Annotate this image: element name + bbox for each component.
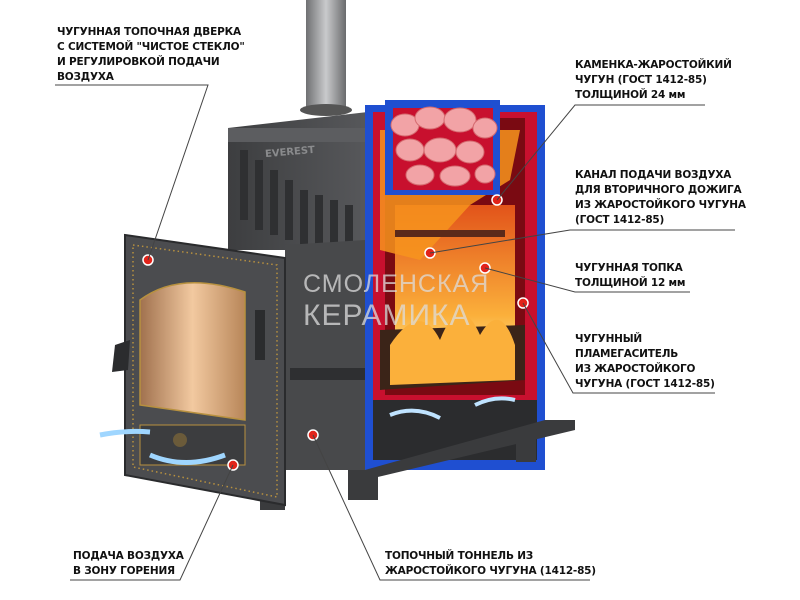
label-line: ЧУГУННАЯ ТОПКА — [575, 262, 683, 274]
label-line: (ГОСТ 1412-85) — [575, 214, 665, 226]
leg — [348, 470, 378, 500]
label-line: ТОЛЩИНОЙ 12 мм — [575, 277, 686, 289]
label-line: ВОЗДУХА — [57, 71, 114, 83]
leg — [516, 430, 536, 462]
label-line: ЧУГУН (ГОСТ 1412-85) — [575, 74, 707, 86]
label-door: ЧУГУННАЯ ТОПОЧНАЯ ДВЕРКА С СИСТЕМОЙ "ЧИСТ… — [57, 25, 245, 85]
label-line: ЧУГУНА (ГОСТ 1412-85) — [575, 378, 715, 390]
label-line: И РЕГУЛИРОВКОЙ ПОДАЧИ — [57, 56, 220, 68]
label-line: ЧУГУННЫЙ — [575, 333, 643, 345]
main-body — [285, 240, 365, 470]
label-tunnel: ТОПОЧНЫЙ ТОННЕЛЬ ИЗ ЖАРОСТОЙКОГО ЧУГУНА (… — [385, 549, 596, 579]
label-line: С СИСТЕМОЙ "ЧИСТОЕ СТЕКЛО" — [57, 41, 245, 53]
label-line: КАНАЛ ПОДАЧИ ВОЗДУХА — [575, 169, 732, 181]
firebox-door — [99, 233, 286, 507]
leader-lines — [55, 84, 735, 581]
label-line: В ЗОНУ ГОРЕНИЯ — [73, 565, 175, 577]
label-line: ИЗ ЖАРОСТОЙКОГО ЧУГУНА — [575, 199, 746, 211]
label-kamenka: КАМЕНКА-ЖАРОСТОЙКИЙ ЧУГУН (ГОСТ 1412-85) Т… — [575, 58, 732, 103]
label-channel: КАНАЛ ПОДАЧИ ВОЗДУХА ДЛЯ ВТОРИЧНОГО ДОЖИГ… — [575, 168, 746, 228]
sauna-stones — [390, 106, 498, 187]
label-line: ТОПОЧНЫЙ ТОННЕЛЬ ИЗ — [385, 550, 534, 562]
label-line: ДЛЯ ВТОРИЧНОГО ДОЖИГА — [575, 184, 742, 196]
watermark: СМОЛЕНСКАЯ КЕРАМИКА — [303, 268, 489, 332]
label-line: ИЗ ЖАРОСТОЙКОГО — [575, 363, 696, 375]
label-line: ЧУГУННАЯ ТОПОЧНАЯ ДВЕРКА — [57, 26, 241, 38]
watermark-line: СМОЛЕНСКАЯ — [303, 270, 490, 298]
label-line: ПОДАЧА ВОЗДУХА — [73, 550, 184, 562]
label-line: ТОЛЩИНОЙ 24 мм — [575, 89, 686, 101]
label-line: ЖАРОСТОЙКОГО ЧУГУНА (1412-85) — [385, 565, 596, 577]
chimney-pipe — [306, 0, 346, 110]
label-firebox: ЧУГУННАЯ ТОПКА ТОЛЩИНОЙ 12 мм — [575, 261, 686, 291]
label-air-supply: ПОДАЧА ВОЗДУХА В ЗОНУ ГОРЕНИЯ — [73, 549, 184, 579]
label-line: КАМЕНКА-ЖАРОСТОЙКИЙ — [575, 59, 732, 71]
label-line: ПЛАМЕГАСИТЕЛЬ — [575, 348, 679, 360]
watermark-line: КЕРАМИКА — [303, 299, 471, 332]
label-flame-arrester: ЧУГУННЫЙ ПЛАМЕГАСИТЕЛЬ ИЗ ЖАРОСТОЙКОГО ЧУГУ… — [575, 332, 715, 392]
